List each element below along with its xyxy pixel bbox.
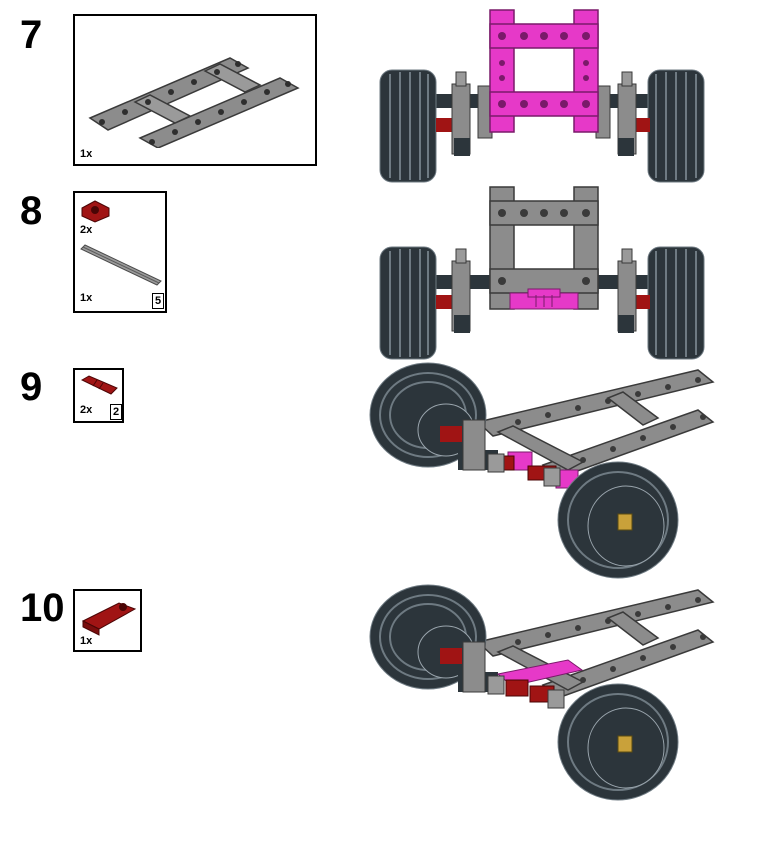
part-quantity: 1x <box>80 148 93 160</box>
axle-length-badge: 5 <box>152 293 164 309</box>
wheel-left <box>379 69 437 183</box>
parts-callout-step-8: 2x 2x 1x 5 <box>73 191 167 313</box>
part-quantity: 2x <box>80 404 93 416</box>
step-number-9: 9 <box>20 365 43 409</box>
assembly-model-step-7 <box>378 8 708 186</box>
highlighted-parts <box>509 288 579 310</box>
step-number-10: 10 <box>20 586 65 630</box>
red-axle-pin-part <box>79 374 121 398</box>
gray-liftarm-frame-part <box>80 38 305 148</box>
gray-axle-part <box>79 241 163 287</box>
assembly-model-step-9 <box>368 360 718 582</box>
parts-callout-step-7: 1x <box>73 14 317 166</box>
part-quantity: 2x <box>80 224 93 236</box>
wheel-right <box>647 246 705 360</box>
wheel-front-right <box>557 461 679 579</box>
step-number-7: 7 <box>20 13 43 57</box>
part-quantity: 1x <box>80 635 93 647</box>
parts-callout-step-10: 1x <box>73 589 142 652</box>
red-connector-part <box>79 198 113 224</box>
part-quantity: 1x <box>80 292 93 304</box>
parts-callout-step-9: 2x 2 <box>73 368 124 423</box>
wheel-front-right <box>557 683 679 801</box>
assembly-model-step-8 <box>378 185 708 361</box>
step-number-8: 8 <box>20 189 43 233</box>
wheel-right <box>647 69 705 183</box>
assembly-model-step-10 <box>368 580 718 805</box>
highlighted-frame <box>489 9 599 133</box>
axle-length-badge: 2 <box>110 404 122 420</box>
red-connector-part <box>79 595 139 637</box>
wheel-left <box>379 246 437 360</box>
